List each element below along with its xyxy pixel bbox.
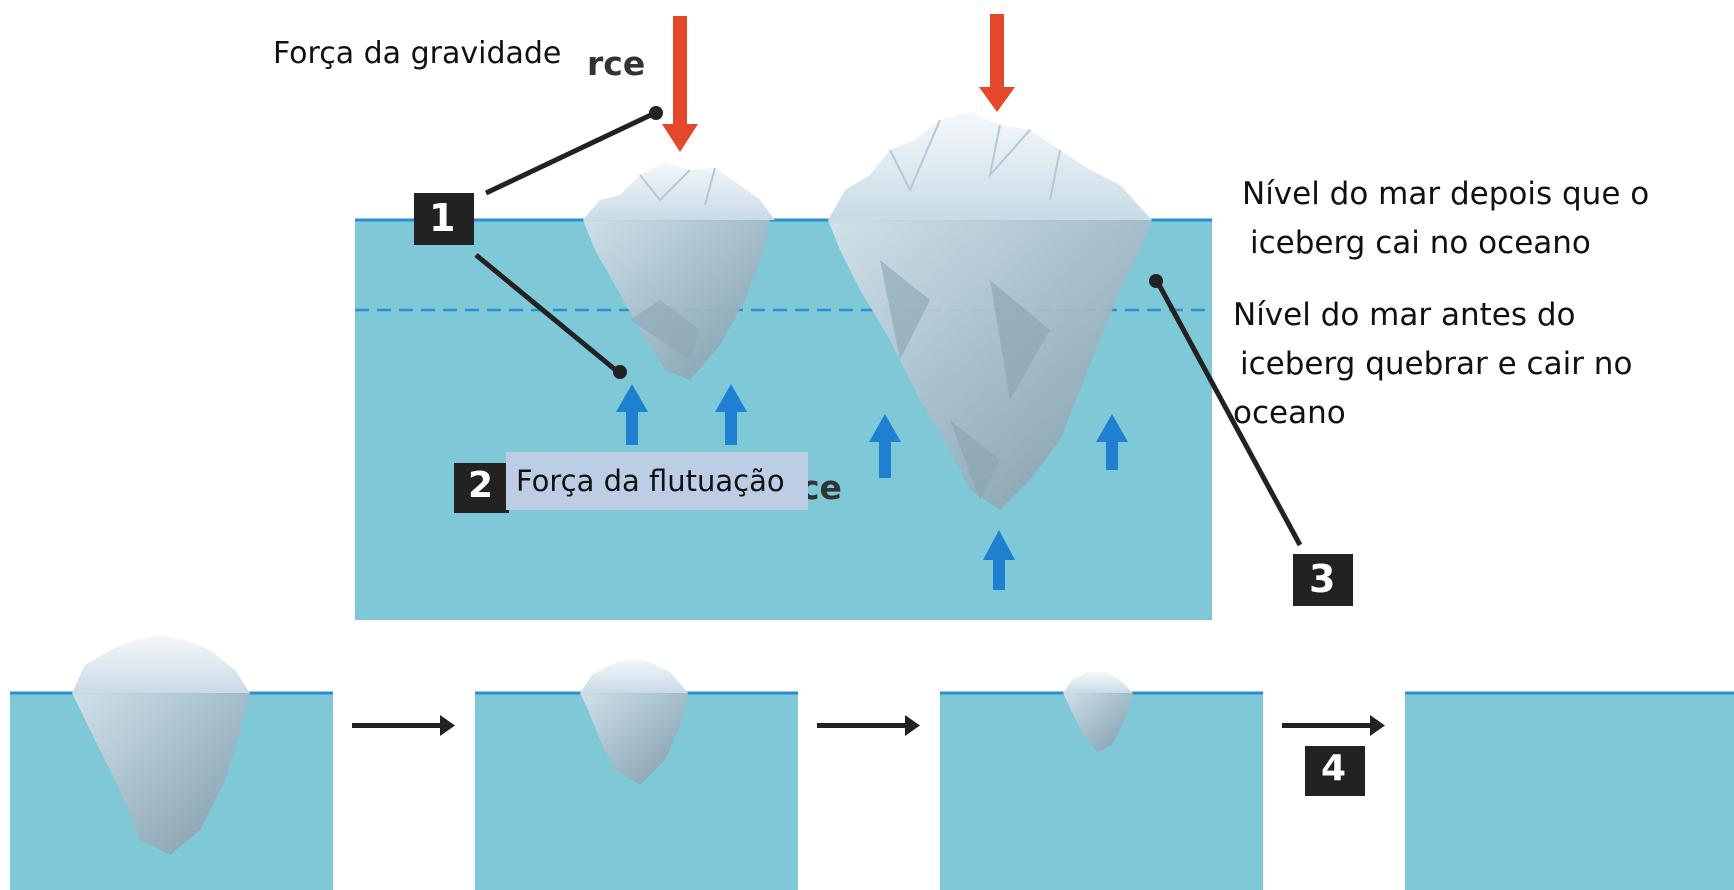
gravity-label-fragment: rce: [587, 44, 646, 83]
small-iceberg: [583, 162, 775, 380]
melting-iceberg-1: [72, 635, 250, 855]
marker-2-box: [454, 463, 509, 513]
sea-level-after-label-line1: Nível do mar depois que o: [1242, 176, 1650, 212]
sequence-arrows: [352, 715, 1385, 736]
leader-dot-1: [649, 106, 663, 120]
gravity-label: Força da gravidade: [273, 36, 562, 71]
sea-level-after-label-line2: iceberg cai no oceano: [1250, 225, 1591, 261]
marker-2: 2: [468, 465, 494, 506]
melting-iceberg-2: [580, 658, 688, 785]
marker-3: 3: [1309, 557, 1336, 601]
sea-level-before-label-line3: oceano: [1233, 395, 1346, 431]
marker-1-box: [414, 193, 474, 245]
marker-1: 1: [429, 196, 456, 240]
buoyancy-arrows: [616, 384, 1128, 590]
large-iceberg: [828, 112, 1152, 510]
leader-dot-3: [1149, 274, 1163, 288]
sea-level-before-label-line1: Nível do mar antes do: [1233, 297, 1576, 333]
buoyancy-label: Força da flutuação: [506, 452, 808, 510]
gravity-arrow-small: [662, 16, 698, 152]
gravity-arrow-large: [979, 14, 1015, 112]
leader-dot-2: [613, 365, 627, 379]
marker-4: 4: [1321, 748, 1347, 789]
melting-iceberg-3: [1063, 672, 1133, 752]
marker-3-box: [1293, 554, 1353, 606]
leader-lines: [474, 110, 1303, 547]
marker-4-box: [1305, 746, 1365, 796]
sea-level-before-label-line2: iceberg quebrar e cair no: [1240, 346, 1633, 382]
ocean-panel-4: [1405, 693, 1734, 890]
